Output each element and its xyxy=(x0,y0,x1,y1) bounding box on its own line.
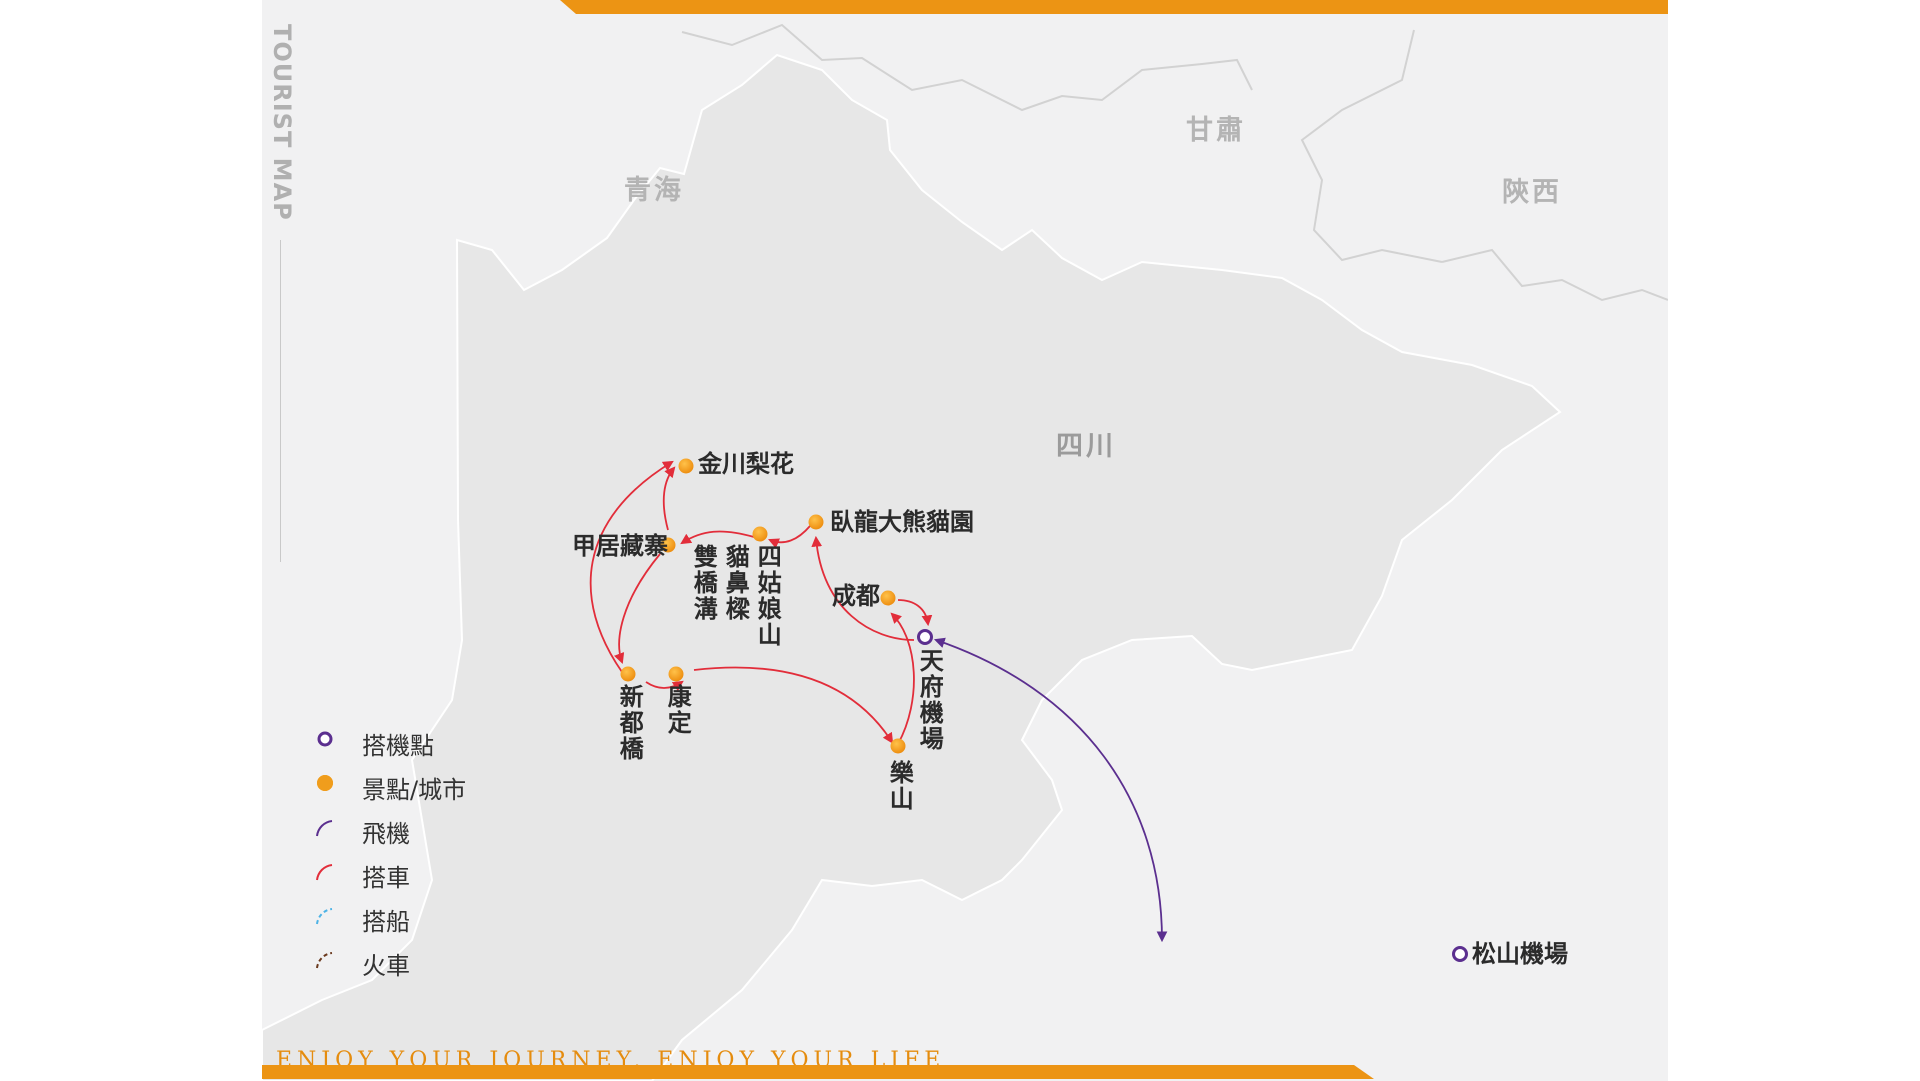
province-label-qinghai: 青海 xyxy=(624,175,684,206)
spot-dot-leshan[interactable] xyxy=(890,738,906,754)
top-accent-bar xyxy=(560,0,1668,14)
airport-ring-icon xyxy=(317,731,333,747)
place-label-kangding[interactable]: 康定 xyxy=(663,684,692,736)
legend-row-airport: 搭機點 xyxy=(312,724,532,760)
legend-label: 火車 xyxy=(362,952,410,980)
spot-dot-jiaju[interactable] xyxy=(660,537,676,553)
legend-label: 景點/城市 xyxy=(362,776,467,804)
route-car-xindu-kangding xyxy=(645,680,684,692)
bottom-accent-bar xyxy=(262,1065,1374,1079)
flight-arc-icon xyxy=(316,820,333,837)
place-label-chengdu[interactable]: 成都 xyxy=(832,582,880,610)
place-label-wolong[interactable]: 臥龍大熊貓園 xyxy=(830,508,974,536)
spot-dot-chengdu[interactable] xyxy=(880,590,896,606)
spot-dot-kangding[interactable] xyxy=(668,666,684,682)
sichuan-province-shape xyxy=(262,53,1562,1081)
route-car-leshan-chengdu xyxy=(890,612,915,745)
place-label-jiaju[interactable]: 甲居藏寨 xyxy=(572,532,668,560)
route-car-jiaju-jinchuan xyxy=(662,466,676,531)
spot-dot-wolong[interactable] xyxy=(808,514,824,530)
map-paper: 青海 甘肅 陝西 四川 金川梨花 甲居藏寨 四姑娘山 貓鼻樑 雙橋溝 臥龍大熊貓… xyxy=(262,0,1668,1081)
legend-row-train: 火車 xyxy=(312,944,532,980)
neighbor-border-east xyxy=(1300,29,1443,263)
spot-dot-xindu[interactable] xyxy=(620,666,636,682)
place-label-songshan[interactable]: 松山機場 xyxy=(1472,940,1568,968)
province-label-shaanxi: 陝西 xyxy=(1502,177,1562,208)
spot-dot-icon xyxy=(317,775,333,791)
legend-row-spot: 景點/城市 xyxy=(312,768,532,804)
car-arc-icon xyxy=(316,864,333,881)
route-car-chengdu-tianfu xyxy=(897,599,933,627)
side-title: TOURIST MAP xyxy=(268,24,296,221)
place-label-shuangqiao[interactable]: 雙橋溝 xyxy=(689,544,718,622)
spot-dot-siguniang[interactable] xyxy=(752,526,768,542)
province-label-gansu: 甘肅 xyxy=(1186,115,1246,146)
legend-row-boat: 搭船 xyxy=(312,900,532,936)
neighbor-border-north xyxy=(681,23,1253,112)
legend-label: 飛機 xyxy=(362,820,410,848)
route-car-wolong-siguniang xyxy=(768,525,811,549)
legend-row-car: 搭車 xyxy=(312,856,532,892)
legend-label: 搭機點 xyxy=(362,732,434,760)
place-label-tianfu[interactable]: 天府機場 xyxy=(915,648,944,752)
place-label-leshan[interactable]: 樂山 xyxy=(885,760,914,812)
place-label-xindu[interactable]: 新都橋 xyxy=(615,684,644,762)
airport-ring-songshan[interactable] xyxy=(1452,946,1468,962)
train-arc-icon xyxy=(316,952,333,969)
map-canvas xyxy=(262,23,1668,1081)
place-label-maobiliang[interactable]: 貓鼻樑 xyxy=(721,544,750,622)
route-car-kangding-leshan xyxy=(693,666,894,744)
province-label-sichuan: 四川 xyxy=(1056,431,1116,462)
route-car-siguniang-jiaju xyxy=(680,530,755,545)
legend-label: 搭船 xyxy=(362,908,410,936)
route-car-xindu-jinchuan xyxy=(589,460,674,673)
place-label-jinchuan[interactable]: 金川梨花 xyxy=(698,450,794,478)
boat-arc-icon xyxy=(316,908,333,925)
legend-label: 搭車 xyxy=(362,864,410,892)
route-flight-tianfu-songshan xyxy=(933,637,1168,943)
place-label-siguniang[interactable]: 四姑娘山 xyxy=(753,544,782,648)
airport-ring-tianfu[interactable] xyxy=(917,629,933,645)
legend-row-flight: 飛機 xyxy=(312,812,532,848)
neighbor-border-east2 xyxy=(1441,248,1668,302)
route-car-jiaju-xindu xyxy=(613,553,661,665)
side-divider xyxy=(280,240,281,562)
spot-dot-jinchuan[interactable] xyxy=(678,458,694,474)
route-car-tianfu-wolong xyxy=(811,535,915,641)
